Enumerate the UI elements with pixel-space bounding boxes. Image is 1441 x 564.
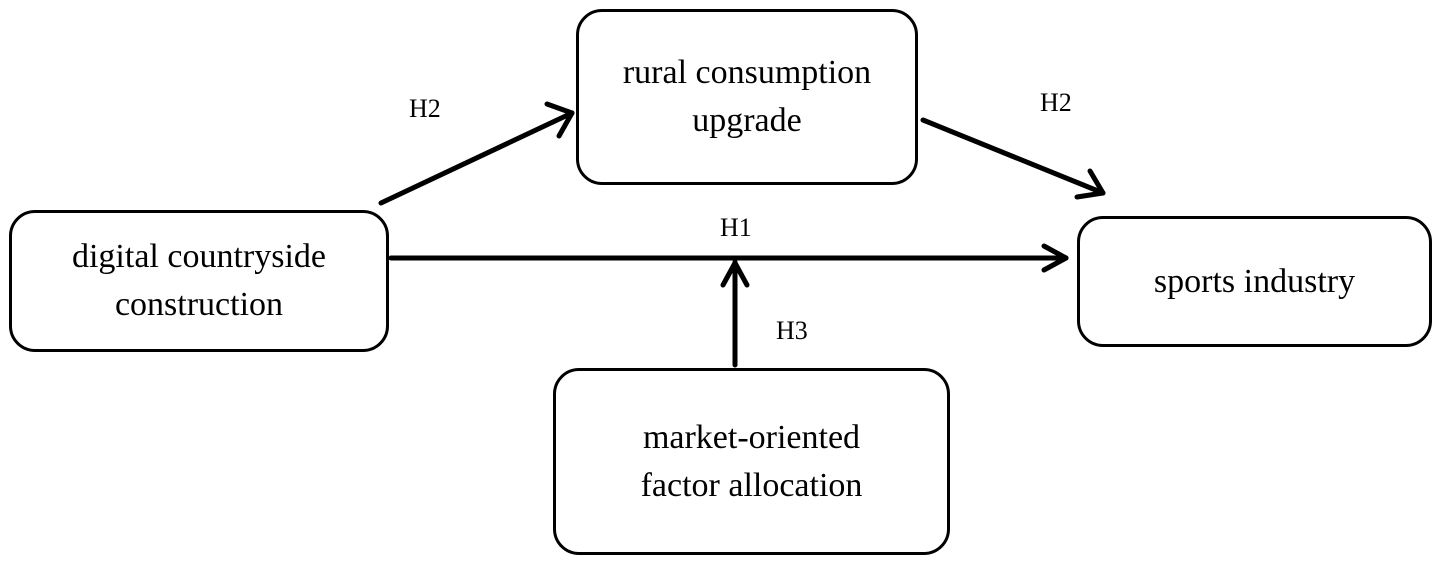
node-label: rural consumption upgrade: [622, 54, 872, 139]
edge-rural-to-sports: [920, 117, 1106, 196]
edge-label-h2-digital-to-rural: H2: [409, 94, 441, 123]
edge-label-h1-digital-to-sports: H1: [720, 213, 752, 242]
edge-label-h3-market-moderation: H3: [776, 316, 808, 345]
node-digital-countryside-construction: digital countryside construction: [9, 210, 389, 352]
node-market-oriented-factor-allocation: market-oriented factor allocation: [553, 368, 950, 555]
arrowhead-digital-to-rural: [544, 101, 575, 139]
node-sports-industry: sports industry: [1077, 216, 1432, 347]
edge-digital-to-rural: [378, 110, 575, 206]
arrowhead-rural-to-sports: [1074, 168, 1106, 200]
node-label: sports industry: [1153, 262, 1356, 300]
node-rural-consumption-upgrade: rural consumption upgrade: [576, 9, 918, 185]
arrowhead-digital-to-sports: [1041, 243, 1069, 273]
edge-label-h2-rural-to-sports: H2: [1040, 88, 1072, 117]
node-label: market-oriented factor allocation: [640, 418, 863, 504]
node-label: digital countryside construction: [71, 238, 326, 323]
arrowhead-market-to-h1: [720, 260, 750, 288]
